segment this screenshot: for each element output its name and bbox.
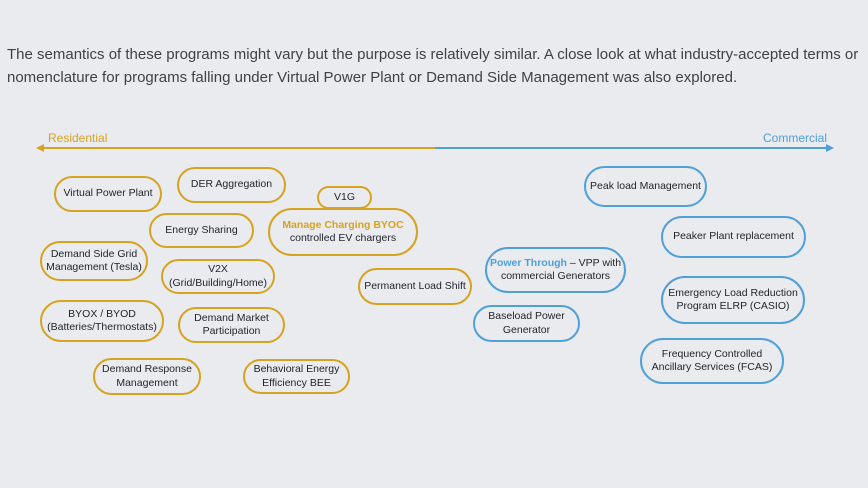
bubble-text-line: Demand Side Grid bbox=[50, 247, 138, 260]
bubble-text-line: Peaker Plant replacement bbox=[673, 230, 794, 243]
bubble-text-line: BYOX / BYOD bbox=[68, 307, 136, 320]
axis-label-residential: Residential bbox=[48, 131, 108, 145]
bubble-text-line: Efficiency BEE bbox=[262, 376, 331, 389]
bubble-text-line: controlled EV chargers bbox=[289, 232, 397, 244]
bubble-text-line: Generator bbox=[502, 323, 551, 336]
left-arrowhead-icon bbox=[36, 144, 44, 152]
bubble-text-line: Program ELRP (CASIO) bbox=[676, 300, 790, 312]
bubble-text-line: Ancillary Services (FCAS) bbox=[651, 361, 773, 373]
bubble-text-line: Manage Charging BYOC bbox=[282, 218, 404, 231]
bubble-text-line: Demand Response bbox=[102, 363, 192, 376]
bubble-text-line: Management bbox=[116, 376, 178, 389]
bubble-text-line: Power Through – VPP with bbox=[489, 256, 622, 269]
bubble-text-line: Emergency Load Reduction bbox=[668, 286, 798, 299]
axis-label-commercial: Commercial bbox=[762, 131, 827, 145]
right-arrowhead-icon bbox=[826, 144, 834, 152]
bubble-der-aggregation: DER Aggregation bbox=[177, 167, 286, 203]
spectrum-axis bbox=[36, 144, 834, 152]
bubble-text-line: Virtual Power Plant bbox=[63, 187, 153, 200]
intro-text: The semantics of these programs might va… bbox=[7, 44, 863, 89]
bubble-text-line: DER Aggregation bbox=[190, 178, 273, 191]
bubble-v1g: V1G bbox=[317, 186, 372, 209]
bubble-text-line: V1G bbox=[333, 190, 355, 203]
bubble-text-line: Demand Market bbox=[194, 311, 269, 324]
bubble-text-line: Permanent Load Shift bbox=[364, 279, 466, 292]
bubble-virtual-power-plant: Virtual Power Plant bbox=[54, 176, 162, 212]
bubble-text-line: (Grid/Building/Home) bbox=[168, 276, 268, 289]
bubble-byox-byod-batteries-thermostats: BYOX / BYOD(Batteries/Thermostats) bbox=[40, 300, 164, 342]
bubble-text-line: Management (Tesla) bbox=[46, 261, 142, 273]
bubble-peak-load-management: Peak load Management bbox=[584, 166, 707, 207]
bubble-v2x-grid-building-home: V2X(Grid/Building/Home) bbox=[161, 259, 275, 294]
axis-segment-commercial bbox=[435, 147, 826, 149]
axis-segment-residential bbox=[44, 147, 435, 149]
bubble-text-line: Participation bbox=[202, 325, 261, 337]
bubble-text-line: Peak load Management bbox=[590, 179, 701, 192]
bubble-text-line: Frequency Controlled bbox=[661, 347, 763, 360]
bubble-peaker-plant-replacement: Peaker Plant replacement bbox=[661, 216, 806, 258]
intro-text-line-2: nomenclature for programs falling under … bbox=[7, 68, 738, 86]
intro-text-line-1: The semantics of these programs might va… bbox=[7, 46, 859, 63]
bubble-energy-sharing: Energy Sharing bbox=[149, 213, 254, 248]
bubble-text-line: Baseload Power bbox=[488, 310, 565, 323]
bubble-text-line: Behavioral Energy bbox=[253, 363, 340, 376]
bubble-text-line: (Batteries/Thermostats) bbox=[47, 321, 157, 333]
bubble-text-line: V2X bbox=[208, 263, 228, 276]
bubble-text-line: Energy Sharing bbox=[165, 223, 238, 236]
bubble-permanent-load-shift: Permanent Load Shift bbox=[358, 268, 472, 305]
bubble-text-line: commercial Generators bbox=[500, 270, 611, 282]
